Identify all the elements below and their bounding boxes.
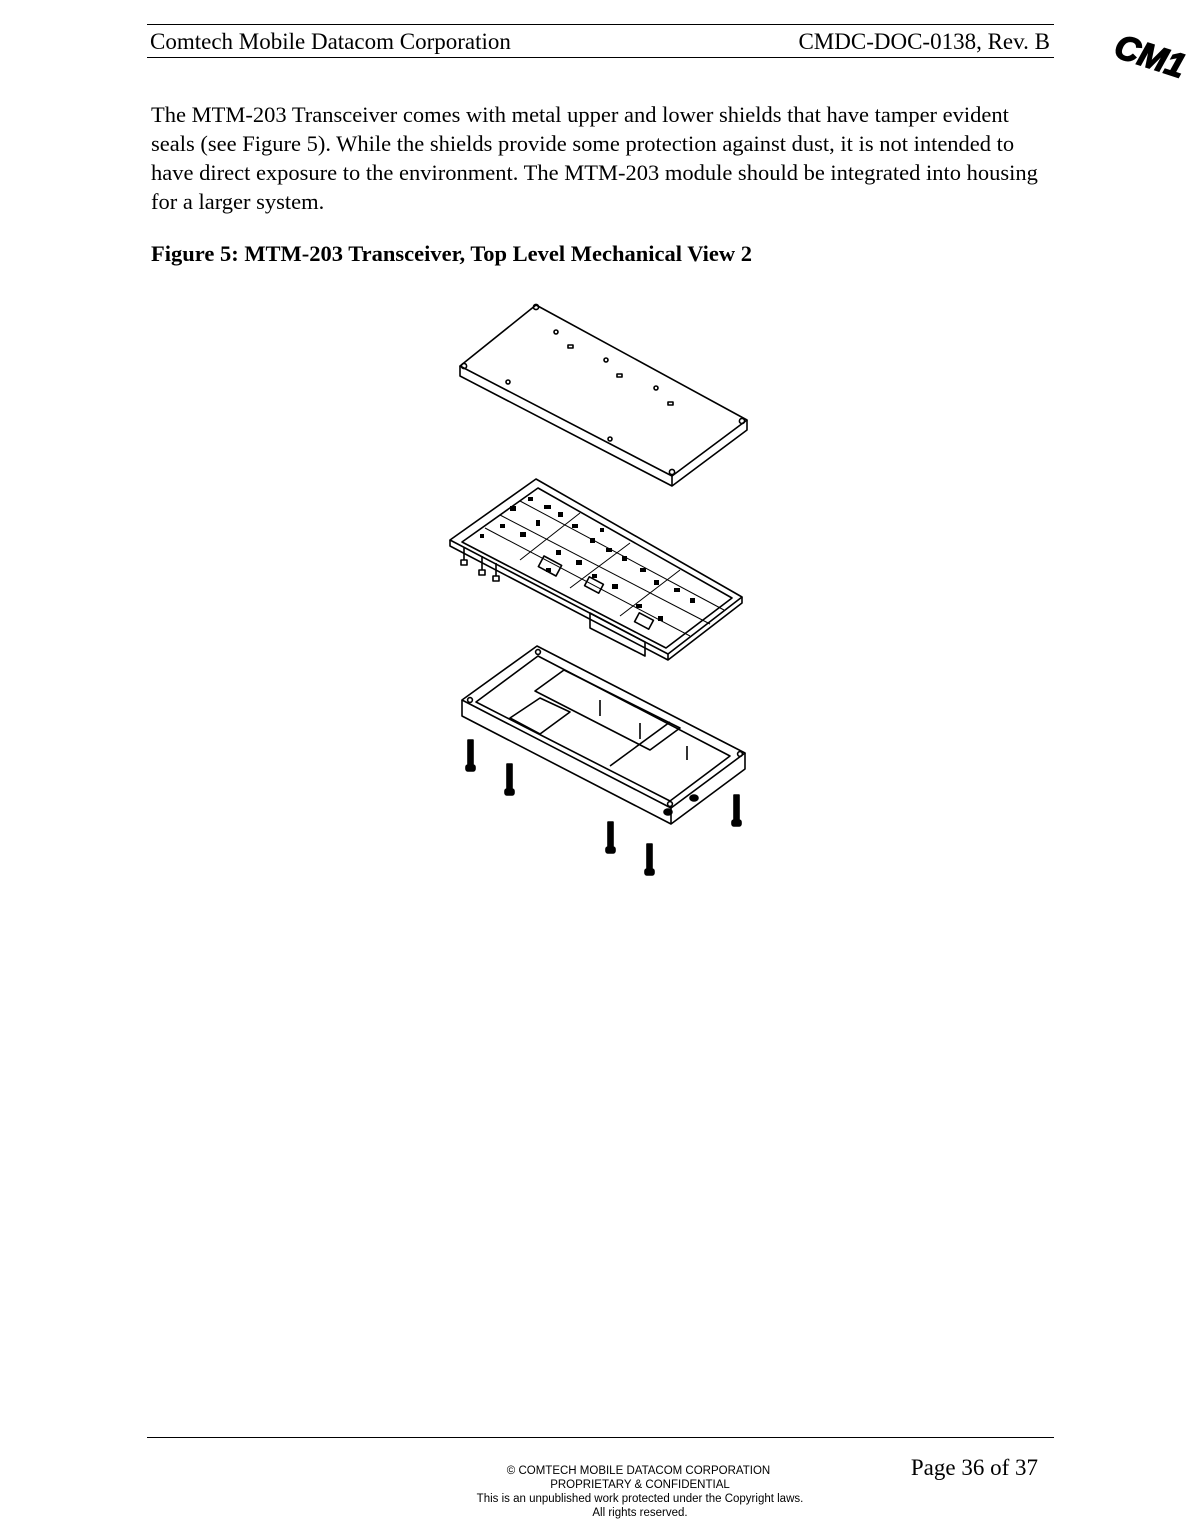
header-top-rule xyxy=(147,24,1054,25)
header-doc-id: CMDC-DOC-0138, Rev. B xyxy=(798,29,1050,54)
footer-copyright-notice: This is an unpublished work protected un… xyxy=(476,1493,804,1505)
mounting-screws-drawing xyxy=(465,739,742,876)
svg-text:CM1: CM1 xyxy=(1110,30,1190,85)
footer-rule xyxy=(147,1437,1054,1438)
footer-rights: All rights reserved. xyxy=(592,1507,688,1519)
header-company: Comtech Mobile Datacom Corporation xyxy=(150,29,511,54)
body-paragraph: The MTM-203 Transceiver comes with metal… xyxy=(151,102,1038,214)
figure-caption: Figure 5: MTM-203 Transceiver, Top Level… xyxy=(151,241,752,266)
page-number: Page 36 of 37 xyxy=(910,1455,1038,1480)
header-bottom-rule xyxy=(147,57,1054,58)
footer-confidential: PROPRIETARY & CONFIDENTIAL xyxy=(550,1479,730,1491)
circuit-board-drawing xyxy=(449,478,743,661)
mechanical-exploded-view xyxy=(449,303,748,876)
footer-copyright: © COMTECH MOBILE DATACOM CORPORATION xyxy=(506,1465,771,1477)
cm1-logo-icon: CM1 xyxy=(1110,30,1191,85)
footer-notice: © COMTECH MOBILE DATACOM CORPORATION PRO… xyxy=(440,1464,840,1520)
lower-shield-drawing xyxy=(461,645,746,825)
upper-shield-drawing xyxy=(459,303,748,487)
